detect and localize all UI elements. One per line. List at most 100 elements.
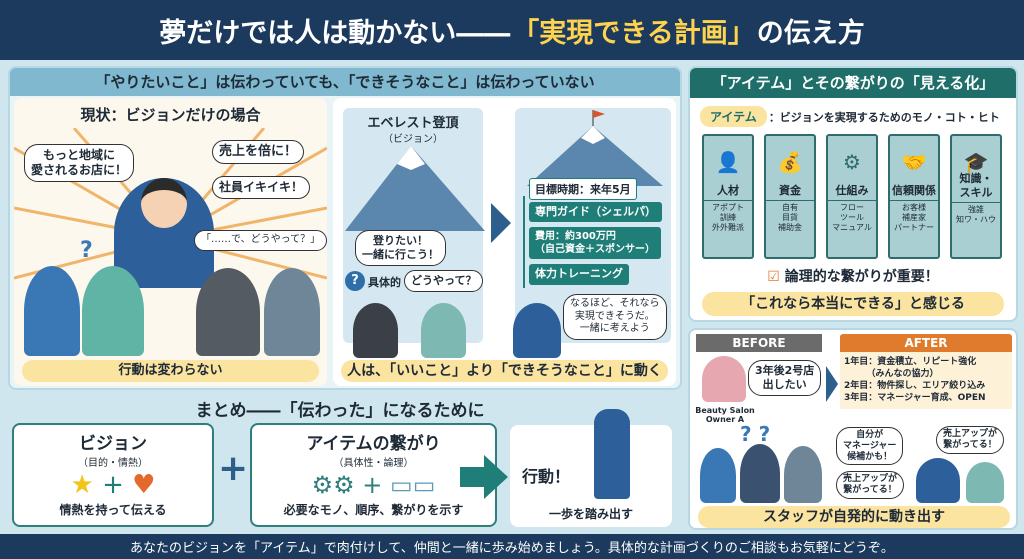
question-mark-icon: ?: [80, 238, 93, 263]
pillar-row: 👤 人材アポプト 訓練 外外難派 💰 資金自有 目貨 補助金 ⚙ 仕組みフロー ツール マ…: [702, 134, 1002, 259]
staff-figure: [916, 458, 960, 503]
mountain-flag-icon: [527, 110, 663, 186]
current-state-title: 現状：ビジョンだけの場合: [80, 106, 261, 124]
pillar-title: 知識・ スキル: [952, 172, 1000, 203]
title-highlight: 「実現できる計画」: [512, 17, 755, 49]
plus-icon: +: [218, 448, 249, 489]
current-state-card: 現状：ビジョンだけの場合 もっと地域に 愛されるお店に！ 売上を倍に！ 社員イキ…: [14, 98, 328, 386]
staff-figure: [264, 268, 320, 356]
pillar-3: 🤝 信頼関係お客様 補産家 パートナー: [888, 134, 940, 259]
graduation-cap-icon: 🎓: [963, 150, 989, 174]
after-label: AFTER: [840, 334, 1012, 352]
gears-icon: ⚙: [843, 150, 861, 174]
staff-figure: [513, 303, 561, 358]
staff-figure: [421, 303, 466, 358]
owner-figure: [702, 356, 746, 402]
vision-box: ビジョン （目的・情熱） ★ + ♥ 情熱を持って伝える: [12, 423, 214, 527]
staff-figure: [82, 266, 144, 356]
item-tag: アイテム: [700, 106, 767, 127]
speech-bubble: もっと地域に 愛されるお店に！: [24, 144, 135, 182]
flowchart-icon: ▭▭: [390, 471, 436, 499]
walking-person-icon: [594, 409, 630, 499]
pillar-1: 💰 資金自有 目貨 補助金: [764, 134, 816, 259]
action-caption: 一歩を踏み出す: [548, 507, 633, 521]
items-connection-box: アイテムの繋がり （具体性・論理） ⚙⚙ + ▭▭ 必要なモノ、順序、繋がりを示…: [250, 423, 497, 527]
page-title: 夢だけでは人は動かない――「実現できる計画」の伝え方: [0, 0, 1024, 60]
speech-bubble: なるほど、それなら 実現できそうだ。 一緒に考えよう: [563, 294, 667, 340]
speech-bubble: 登りたい！ 一緒に行こう！: [355, 230, 446, 266]
result-band: 行動は変わらない: [22, 360, 319, 382]
plan-item-list: 専門ガイド（シェルパ） 費用：約300万円 （自己資金＋スポンサー） 体力トレー…: [529, 202, 662, 285]
items-panel: 「アイテム」とその繋がりの「見える化」 アイテム ：ビジョンを実現するためのモノ…: [688, 66, 1018, 322]
staff-figure: [24, 266, 80, 356]
mountain-icon: [345, 146, 485, 231]
money-bag-icon: 💰: [777, 150, 803, 174]
everest-card: エベレスト登頂 （ビジョン） 登りたい！ 一緒に行こう！ ? 具体的 どうやって…: [333, 98, 676, 386]
plan-year-2: 2年目：物件探し、エリア絞り込み: [844, 381, 986, 392]
pillar-4: 🎓知識・ スキル強誰 知ワ・ハウ: [950, 134, 1002, 259]
plus-icon: +: [102, 470, 124, 500]
checkbox-icon: ☑: [767, 269, 780, 285]
staff-figure: [966, 462, 1004, 503]
pillar-title: 人材: [704, 184, 752, 201]
vision-caption: 情熱を持って伝える: [59, 503, 167, 517]
staff-figure: [196, 268, 260, 356]
owner-label: Beauty Salon Owner A: [695, 406, 755, 424]
pillar-details: 自有 目貨 補助金: [778, 202, 802, 232]
plus-icon: +: [362, 471, 383, 499]
staff-figure: [700, 448, 736, 503]
result-band: スタッフが自発的に動き出す: [698, 506, 1010, 528]
plan-year-3: 3年目：マネージャー育成、OPEN: [844, 393, 986, 404]
question-icon: ?: [345, 271, 365, 291]
items-connection-title: アイテムの繋がり: [306, 434, 441, 454]
everest-title: エベレスト登頂: [367, 116, 459, 131]
pillar-details: 強誰 知ワ・ハウ: [956, 204, 996, 224]
title-text: 夢だけでは人は動かない――: [159, 17, 511, 49]
pillar-details: お客様 補産家 パートナー: [894, 202, 934, 232]
item-definition: ：ビジョンを実現するためのモノ・コト・ヒト: [768, 110, 1000, 124]
target-date: 目標時期：来年5月: [529, 178, 637, 200]
vision-title: ビジョン: [79, 434, 147, 454]
title-suffix: の伝え方: [756, 17, 865, 49]
speech-bubble: 3年後2号店 出したい: [748, 360, 822, 396]
handshake-icon: 🤝: [901, 150, 927, 174]
vision-subtitle: （目的・情熱）: [78, 458, 148, 469]
arrow-right-icon: [826, 366, 838, 402]
footer-message: あなたのビジョンを「アイテム」で肉付けして、仲間と一緒に歩み始めましょう。具体的…: [0, 534, 1024, 559]
result-band: 人は、「いいこと」より「できそうなこと」に動く: [341, 360, 668, 382]
plan-item: 専門ガイド（シェルパ）: [529, 202, 662, 223]
pillar-title: 資金: [766, 184, 814, 201]
check-statement: ☑ 論理的な繋がりが重要！: [690, 266, 1016, 286]
action-title: 行動！: [522, 467, 571, 486]
speech-bubble: 売上アップが 繋がってる！: [836, 471, 905, 499]
person-icon: 👤: [715, 150, 741, 174]
speech-bubble: 売上アップが 繋がってる！: [936, 426, 1005, 454]
star-icon: ★: [70, 470, 94, 500]
speech-bubble: 売上を倍に！: [212, 140, 305, 165]
case-panel: BEFORE AFTER 3年後2号店 出したい Beauty Salon Ow…: [688, 328, 1018, 530]
check-text: 論理的な繋がりが重要！: [784, 269, 939, 285]
summary-title: まとめ――「伝わった」になるために: [195, 401, 485, 421]
everest-subtitle: （ビジョン）: [383, 134, 443, 145]
speech-bubble: どうやって？: [404, 270, 484, 292]
arrow-right-icon: [460, 455, 508, 499]
pillar-details: フロー ツール マニュアル: [832, 202, 872, 232]
staff-figure: [740, 444, 780, 503]
after-plan: 1年目：資金積立、リピート強化 （みんなの協力） 2年目：物件探し、エリア絞り込…: [840, 352, 1012, 409]
staff-figure: [353, 303, 398, 358]
plan-year-1: 1年目：資金積立、リピート強化 （みんなの協力）: [844, 357, 977, 380]
speech-bubble: 社員イキイキ！: [212, 176, 311, 199]
speech-bubble: 自分が マネージャー 候補かも！: [836, 427, 904, 466]
items-connection-subtitle: （具体性・論理）: [333, 458, 414, 469]
speech-bubble: 「……で、どうやって？」: [194, 230, 328, 251]
plan-item: 体力トレーニング: [529, 264, 629, 285]
pillar-0: 👤 人材アポプト 訓練 外外難派: [702, 134, 754, 259]
action-box: 行動！ 一歩を踏み出す: [510, 409, 672, 527]
pillar-2: ⚙ 仕組みフロー ツール マニュアル: [826, 134, 878, 259]
question-mark-icon: ? ?: [740, 422, 771, 446]
question-label: 具体的: [368, 276, 401, 289]
pillar-details: アポプト 訓練 外外難派: [712, 202, 744, 232]
pillar-title: 信頼関係: [890, 184, 938, 201]
comparison-panel-title: 「やりたいこと」は伝わっていても、「できそうなこと」は伝わっていない: [10, 68, 680, 96]
pillar-title: 仕組み: [828, 184, 876, 201]
